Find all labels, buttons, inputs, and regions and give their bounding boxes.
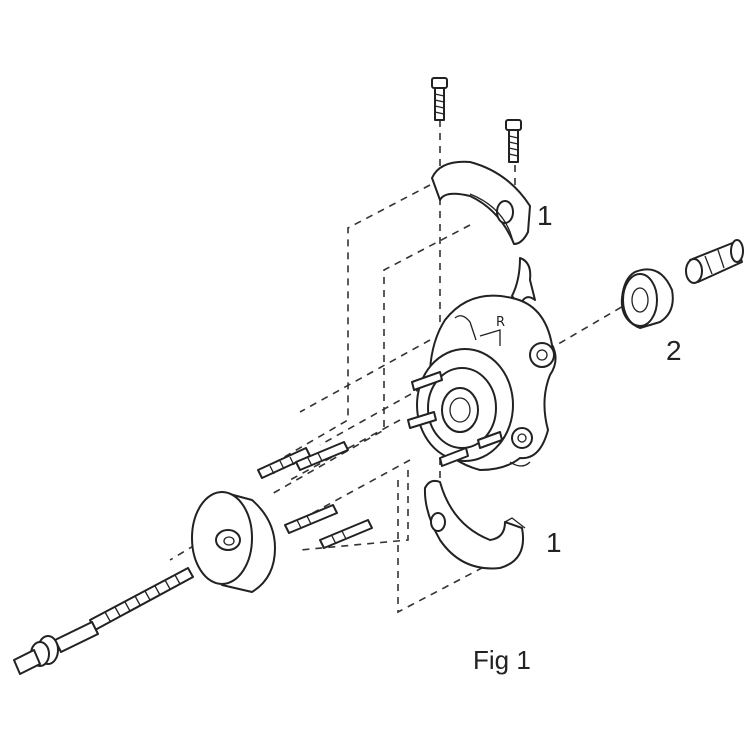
bolt-left [431,77,448,121]
figure-caption: Fig 1 [473,645,531,675]
threaded-spindle [13,567,194,675]
guide-pin-3 [284,504,338,534]
guide-pin-4 [319,519,373,549]
knuckle-mark: R [496,315,505,330]
callout-1-lower: 1 [546,527,562,558]
guide-pin-2 [295,441,349,471]
bolt-right [505,119,522,163]
callout-1-upper: 1 [537,200,553,231]
adapter-nut [620,268,674,329]
pressure-plate [191,491,276,593]
upper-half-shell [431,160,531,245]
hex-socket [685,239,744,284]
lower-half-shell [423,479,526,570]
callout-2: 2 [666,335,682,366]
wheel-hub [407,348,514,467]
